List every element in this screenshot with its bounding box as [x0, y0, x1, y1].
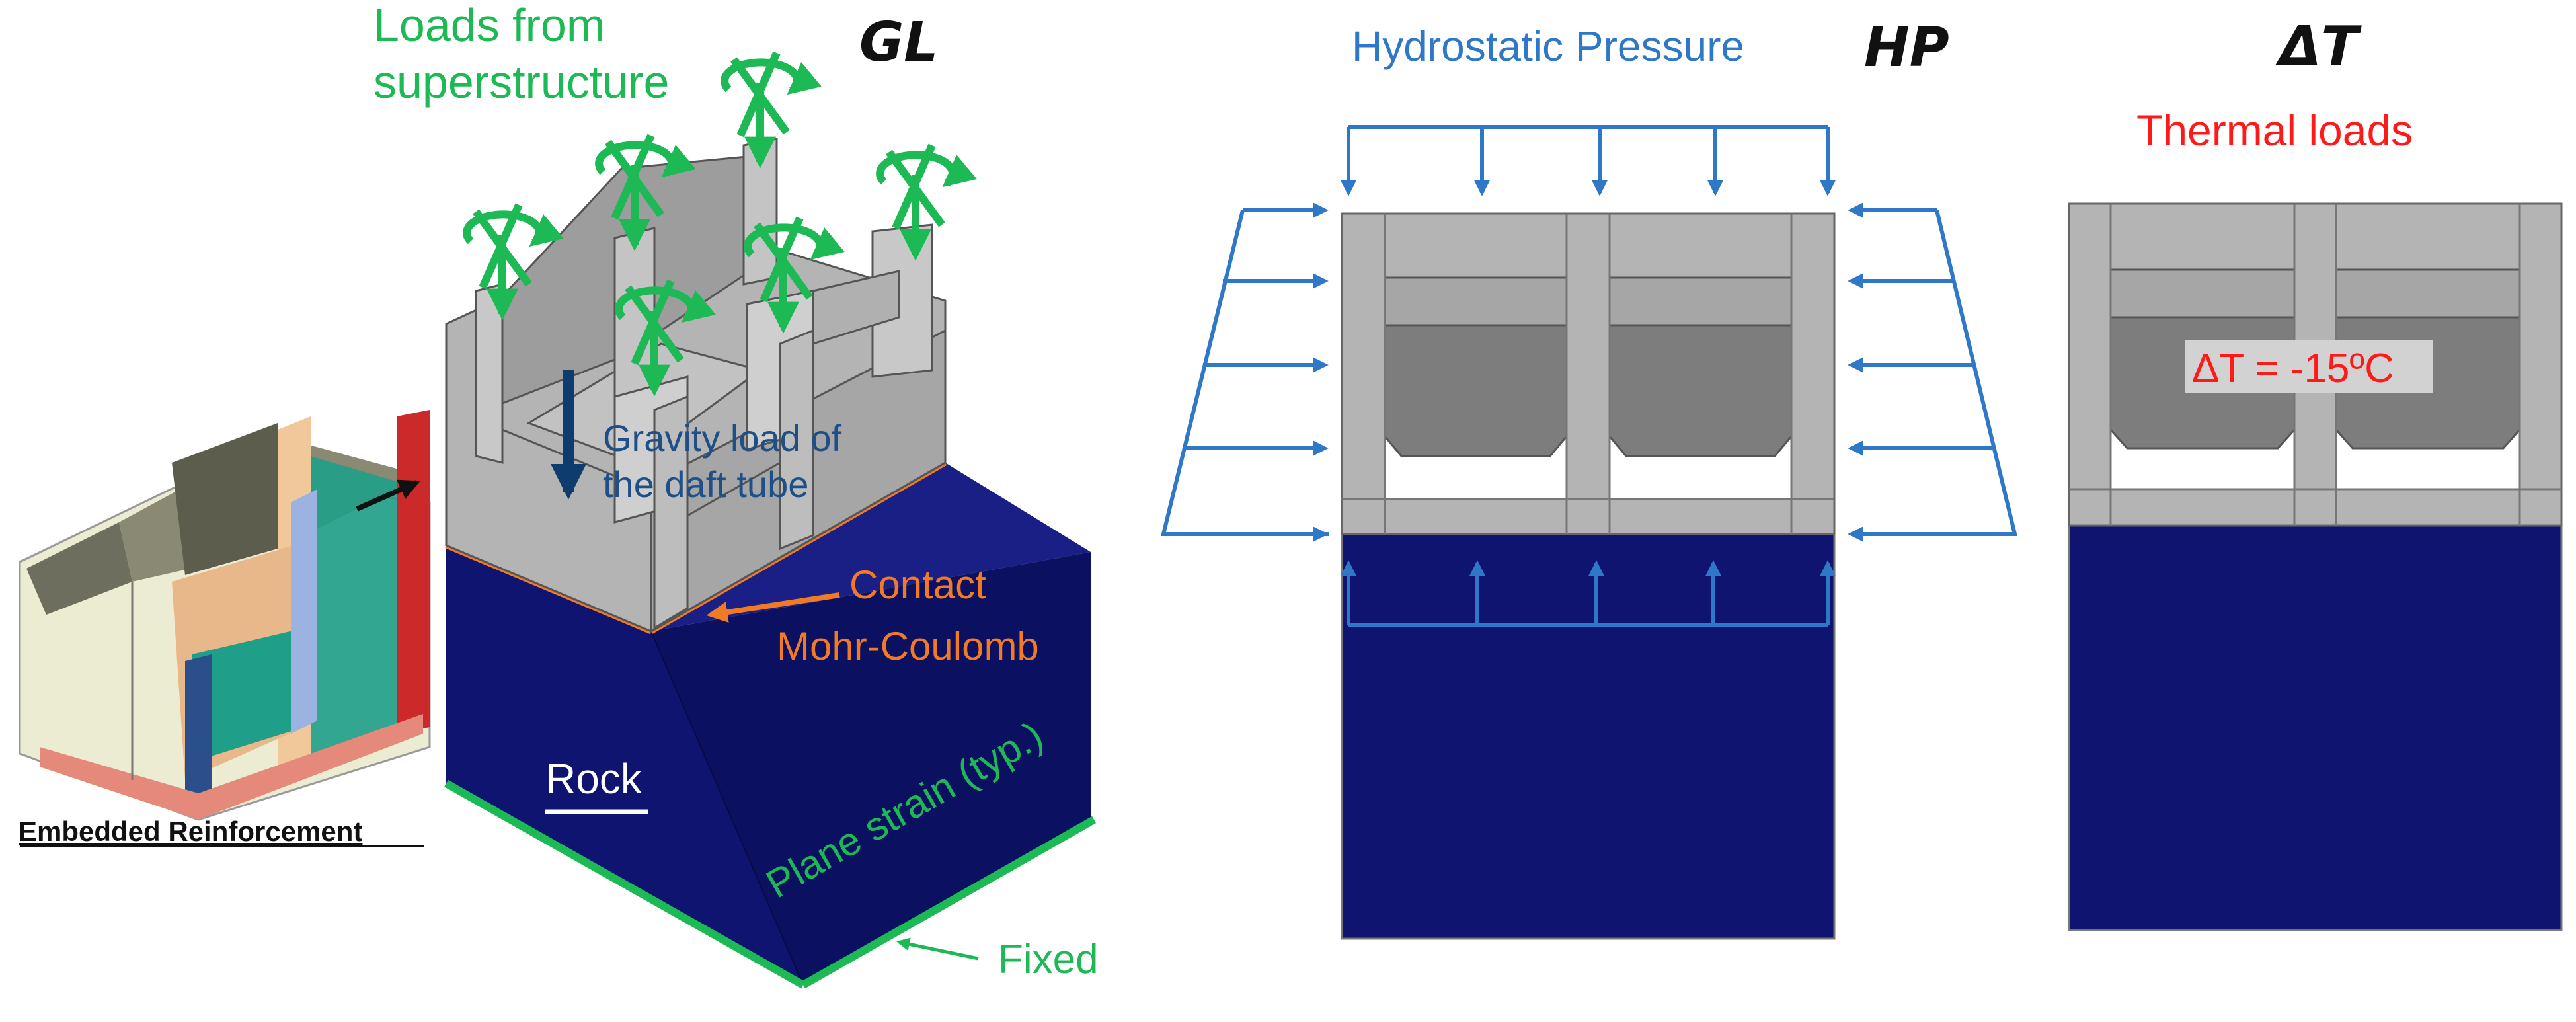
gravity-label-2: the daft tube [603, 463, 808, 505]
reinforcement-inset [19, 410, 431, 821]
hp-uplift-pressure [1341, 560, 1836, 627]
pointer-arrow-icon [356, 479, 420, 512]
rock-label: Rock [545, 755, 643, 803]
dt-title: Thermal loads [2136, 106, 2413, 155]
fixed-edge-left [444, 779, 805, 989]
hp-symbol: HP [1864, 17, 1949, 79]
hp-top-pressure [1341, 125, 1836, 196]
reinforcement-label: Embedded Reinforcement [19, 816, 362, 847]
fixed-edge-right [801, 816, 1096, 989]
fixed-label: Fixed [998, 937, 1099, 982]
dt-symbol: ΔT [2275, 15, 2362, 78]
gl-symbol: GL [859, 11, 939, 74]
moment-arrow-icon [724, 53, 797, 162]
contact-label-2: Mohr-Coulomb [777, 624, 1039, 668]
hp-left-pressure [1161, 202, 1329, 542]
dt-annotation-box [2185, 340, 2433, 393]
contact-label-1: Contact [849, 563, 986, 607]
superstructure-label-1: Loads from [373, 0, 605, 51]
dt-annotation: ΔT = -15ºC [2192, 346, 2394, 391]
gravity-label-1: Gravity load of [603, 417, 841, 459]
hp-title: Hydrostatic Pressure [1352, 22, 1744, 70]
superstructure-label-2: superstructure [373, 56, 669, 108]
fixed-pointer-icon [896, 937, 979, 961]
contact-pointer-icon [706, 592, 840, 623]
hp-right-pressure [1848, 202, 2017, 542]
dt-section [2068, 202, 2563, 931]
hp-section [1341, 212, 1836, 940]
